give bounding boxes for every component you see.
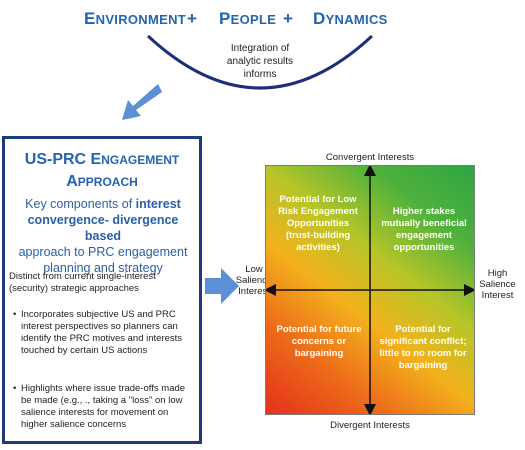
key-line1-bold: interest — [135, 197, 181, 211]
key-line-3: approach to PRC engagement — [18, 245, 188, 259]
dynamics-rest: YNAMICS — [325, 12, 388, 27]
integration-line-3: informs — [243, 69, 277, 80]
plus-sign-1: + — [187, 9, 197, 28]
bullet-text-1: Incorporates subjective US and PRC inter… — [21, 309, 183, 356]
bullet-dot-2: • — [13, 383, 17, 394]
engagement-approach-box: US-PRC ENGAGEMENT APPROACH Key component… — [2, 136, 202, 444]
integration-caption: Integration of analytic results informs — [200, 42, 320, 81]
quadrant-axes — [266, 166, 474, 414]
key-line1-plain: Key components of — [25, 197, 136, 211]
plus-sign-2: + — [283, 9, 293, 28]
right-arrow-icon — [205, 268, 239, 304]
title-line1-b: NGAGEMENT — [101, 153, 180, 167]
bullet-item-2: • Highlights where issue trade-offs made… — [13, 383, 195, 431]
quadrant-top-right-text: Higher stakes mutually beneficial engage… — [381, 206, 467, 253]
environment-title: ENVIRONMENT — [84, 9, 186, 29]
integration-line-1: Integration of — [230, 43, 290, 54]
people-initial: P — [219, 9, 231, 28]
dynamics-title: DYNAMICS — [313, 9, 388, 29]
key-components-text: Key components of interest convergence- … — [11, 196, 195, 276]
integration-line-2: analytic results — [226, 56, 294, 67]
title-line2-a: A — [66, 173, 78, 190]
key-line-2: convergence- divergence based — [11, 212, 195, 244]
distinct-text: Distinct from current single-interest (s… — [9, 271, 156, 294]
quadrant-bottom-left-text: Potential for future concerns or bargain… — [276, 324, 362, 359]
engagement-title-line-2: APPROACH — [5, 171, 199, 193]
bullet-dot-1: • — [13, 309, 17, 320]
divergent-interests-label: Divergent Interests — [330, 420, 410, 431]
quadrant-bottom-right-text: Potential for significant conflict; litt… — [379, 324, 467, 371]
convergent-interests-label: Convergent Interests — [325, 152, 415, 163]
dynamics-initial: D — [313, 9, 326, 28]
people-title: PEOPLE — [219, 9, 276, 29]
people-rest: EOPLE — [230, 12, 277, 27]
environment-rest: NVIRONMENT — [95, 12, 187, 27]
engagement-title: US-PRC ENGAGEMENT APPROACH — [5, 149, 199, 193]
down-left-arrow-icon — [122, 84, 162, 120]
key-line-4: planning and strategy — [43, 261, 163, 275]
environment-initial: E — [84, 9, 96, 28]
key-line-1: Key components of interest — [11, 196, 195, 212]
title-line1-a: US-PRC E — [24, 151, 102, 168]
key-line2-bold: convergence- divergence based — [27, 213, 179, 243]
engagement-title-line-1: US-PRC ENGAGEMENT — [5, 149, 199, 171]
bullet-text-2: Highlights where issue trade-offs made b… — [21, 383, 186, 430]
high-salience-label: High Salience Interest — [479, 268, 516, 301]
curved-arc-icon — [146, 34, 374, 90]
bullet-item-1: • Incorporates subjective US and PRC int… — [13, 309, 195, 357]
low-salience-label: Low Salience Interest — [235, 264, 273, 297]
interest-quadrant-chart: Potential for Low Risk Engagement Opport… — [265, 165, 475, 415]
title-line2-b: PPROACH — [77, 175, 138, 189]
quadrant-top-left-text: Potential for Low Risk Engagement Opport… — [278, 194, 358, 253]
